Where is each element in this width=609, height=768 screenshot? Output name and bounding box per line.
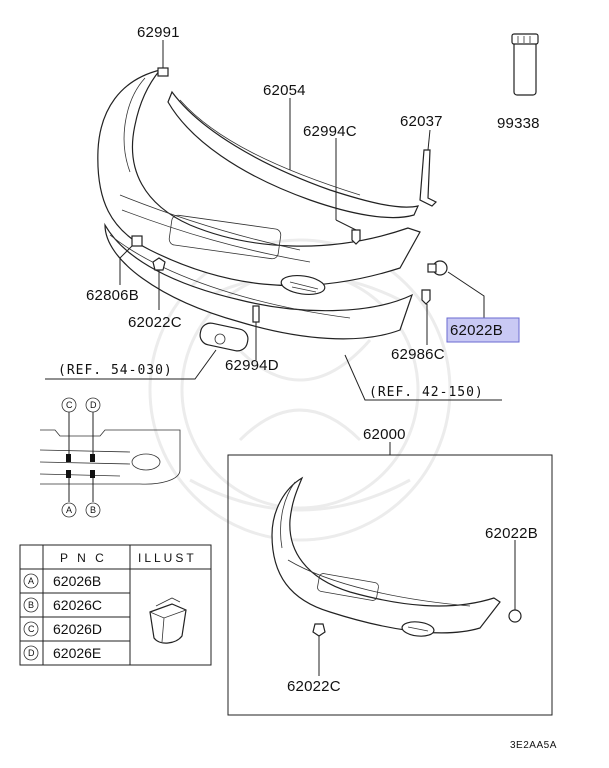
table-key-c: C	[28, 624, 35, 634]
bumper-cover[interactable]	[97, 68, 421, 297]
callout-labels: 62991 62054 62994C 62037 99338 62806B 62…	[58, 24, 540, 400]
screw-62994C[interactable]	[351, 229, 361, 245]
grommet-62806B[interactable]	[131, 235, 143, 247]
callout-62806B[interactable]: 62806B	[86, 287, 139, 304]
ref-42-150[interactable]: (REF. 42-150)	[369, 385, 484, 400]
callout-62022B-box[interactable]: 62022B	[485, 525, 538, 542]
callout-62986C[interactable]: 62986C	[391, 346, 445, 363]
clip-mark-d	[90, 454, 95, 462]
clip-illustration	[149, 597, 187, 644]
screw-62994D[interactable]	[252, 305, 260, 323]
callout-62022B-top[interactable]: 62022B	[450, 322, 503, 339]
clip-62986C[interactable]	[421, 289, 431, 305]
clip-62022B[interactable]	[427, 260, 448, 276]
table-pnc-62026D[interactable]: 62026D	[53, 621, 102, 637]
detail-label-b: B	[90, 505, 96, 515]
table-key-d: D	[28, 648, 35, 658]
ref-54-030[interactable]: (REF. 54-030)	[58, 363, 173, 378]
assembly-box	[227, 442, 553, 716]
figure-code: 3E2AA5A	[510, 740, 557, 751]
table-header-pnc: P N C	[60, 551, 107, 565]
leader-lines	[45, 40, 502, 401]
pnc-table: P N C ILLUST A B C D 62026B 62026C 62026…	[19, 544, 212, 666]
plate-ref-54-030[interactable]	[198, 321, 250, 352]
bumper-assembly-62000[interactable]	[271, 476, 501, 638]
clip-mark-b	[90, 470, 95, 478]
detail-view: C D A B	[39, 397, 181, 518]
detail-label-d: D	[90, 400, 97, 410]
clip-62991[interactable]	[157, 67, 169, 77]
table-pnc-62026C[interactable]: 62026C	[53, 597, 102, 613]
callout-62000[interactable]: 62000	[363, 426, 406, 443]
detail-label-c: C	[66, 400, 73, 410]
table-key-a: A	[28, 576, 34, 586]
callout-62022C-box[interactable]: 62022C	[287, 678, 341, 695]
table-pnc-62026E[interactable]: 62026E	[53, 645, 101, 661]
table-pnc-62026B[interactable]: 62026B	[53, 573, 101, 589]
table-key-b: B	[28, 600, 34, 610]
callout-62054[interactable]: 62054	[263, 82, 306, 99]
box-leaders	[318, 540, 516, 676]
reinforcement-bar[interactable]	[167, 90, 420, 219]
clip-mark-a	[66, 470, 71, 478]
highlight-62022B	[446, 317, 520, 343]
callout-62994C[interactable]: 62994C	[303, 123, 357, 140]
callout-62994D[interactable]: 62994D	[225, 357, 279, 374]
table-header-illust: ILLUST	[138, 551, 197, 565]
detail-label-a: A	[66, 505, 72, 515]
callout-62991[interactable]: 62991	[137, 24, 180, 41]
clip-62022B-box[interactable]	[508, 609, 522, 623]
adhesive-tube-99338[interactable]	[511, 33, 539, 96]
callout-62022C-top[interactable]: 62022C	[128, 314, 182, 331]
callout-99338[interactable]: 99338	[497, 115, 540, 132]
clip-mark-c	[66, 454, 71, 462]
callout-62037[interactable]: 62037	[400, 113, 443, 130]
clip-62022C-box[interactable]	[312, 623, 326, 637]
trim-62037[interactable]	[419, 149, 438, 207]
clip-62022C[interactable]	[152, 257, 166, 271]
